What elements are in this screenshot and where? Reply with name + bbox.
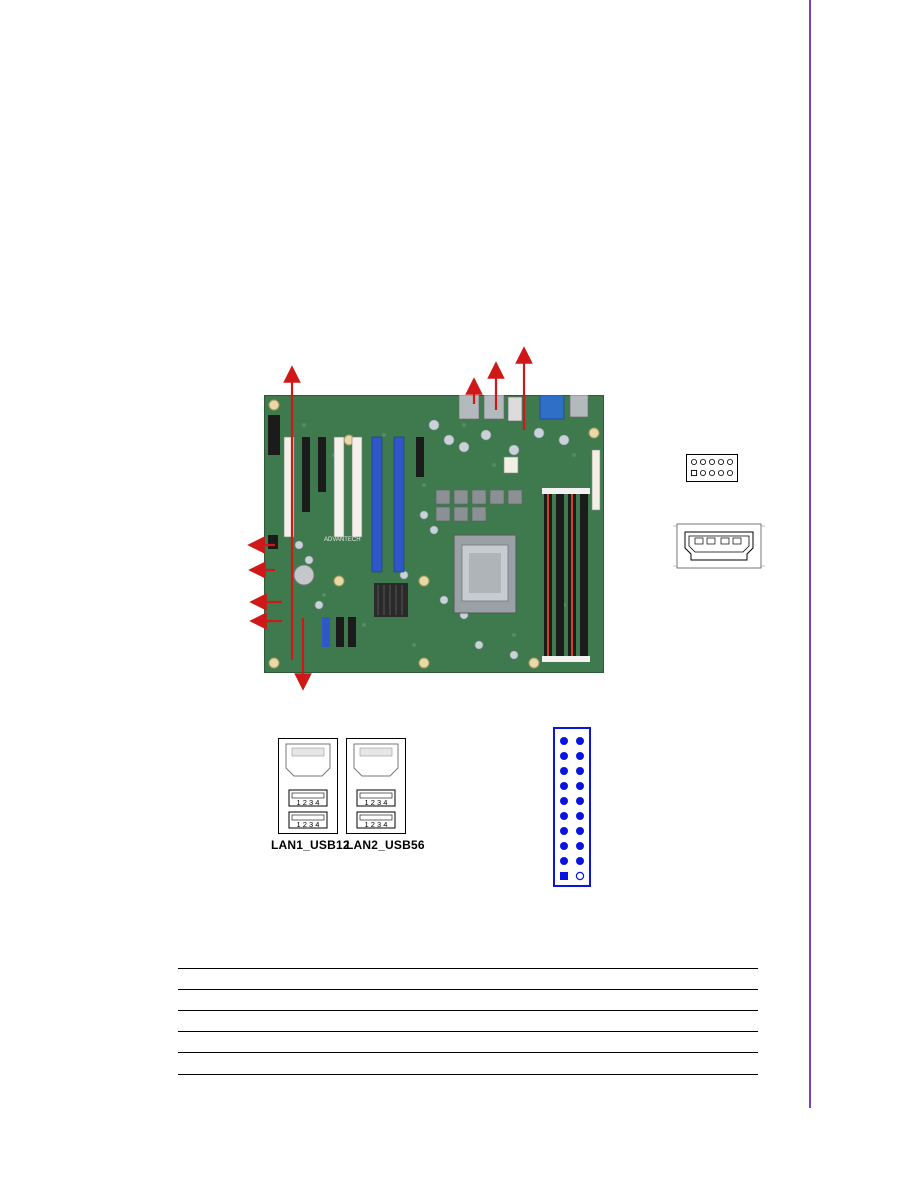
board-brand-silkscreen: ADVANTECH <box>324 537 361 543</box>
table-rule-6 <box>178 1074 758 1075</box>
usb5-pin-numbers: 1 2 3 4 <box>365 798 388 807</box>
side-accent-rule <box>809 0 811 1108</box>
table-rule-1 <box>178 968 758 969</box>
usb2-pin-numbers: 1 2 3 4 <box>297 820 320 829</box>
header-20pin-dots <box>560 737 584 865</box>
usb6-pin-numbers: 1 2 3 4 <box>365 820 388 829</box>
header-20pin-diagram <box>553 727 591 887</box>
header-pin1-square <box>560 872 568 880</box>
table-rule-4 <box>178 1031 758 1032</box>
lan2-usb56-label: LAN2_USB56 <box>346 838 425 852</box>
lan1-usb12-label: LAN1_USB12 <box>271 838 350 852</box>
header-10pin-diagram <box>686 454 738 482</box>
motherboard-image: ADVANTECH <box>264 395 604 673</box>
usb1-pin-numbers: 1 2 3 4 <box>297 798 320 807</box>
lan2-usb56-connector: 1 2 3 4 1 2 3 4 <box>346 738 406 834</box>
usb-port-diagram <box>673 523 765 569</box>
table-rule-3 <box>178 1010 758 1011</box>
lan1-usb12-connector: 1 2 3 4 1 2 3 4 <box>278 738 338 834</box>
table-rule-5 <box>178 1052 758 1053</box>
table-rule-2 <box>178 989 758 990</box>
